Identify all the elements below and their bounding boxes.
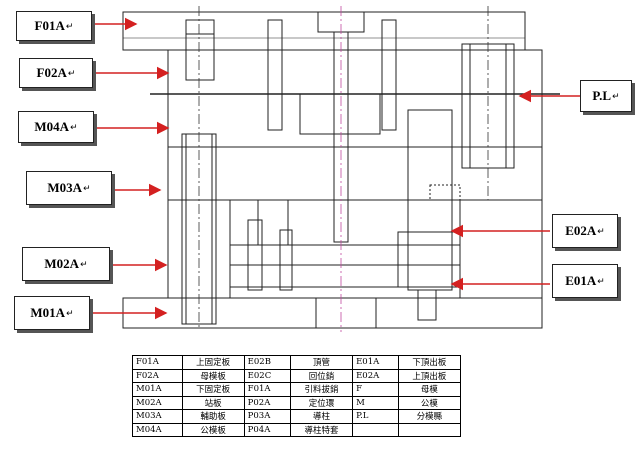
ejector-plate-upper bbox=[229, 244, 461, 266]
legend-part-name: 分模縣 bbox=[397, 409, 462, 424]
callout-m04a: M04A↵ bbox=[18, 111, 94, 143]
callout-e01a: E01A↵ bbox=[552, 264, 618, 298]
legend-code: P.L bbox=[352, 409, 399, 424]
legend-part-name: 回位銷 bbox=[289, 368, 354, 383]
legend-code: M01A bbox=[132, 382, 183, 397]
support-pillar bbox=[257, 199, 289, 246]
legend-code: F02A bbox=[132, 368, 183, 383]
ejector-plate-lower bbox=[229, 264, 461, 288]
legend-part-name: 引料拔銷 bbox=[289, 382, 354, 397]
ejector-screw bbox=[247, 219, 263, 291]
legend-code bbox=[352, 422, 399, 437]
legend-code: E02A bbox=[352, 368, 399, 383]
legend-code: M04A bbox=[132, 422, 183, 437]
legend-part-name bbox=[397, 422, 462, 437]
legend-code: E02C bbox=[243, 368, 291, 383]
legend-part-name: 母模板 bbox=[181, 368, 245, 383]
legend-part-name: 定位環 bbox=[289, 395, 354, 410]
legend-part-name: 下固定板 bbox=[181, 382, 245, 397]
legend-part-name: 導柱 bbox=[289, 409, 354, 424]
callout-e02a: E02A↵ bbox=[552, 214, 618, 248]
callout-pl: P.L↵ bbox=[580, 80, 632, 112]
legend-code: E02B bbox=[243, 355, 291, 370]
legend-code: P03A bbox=[243, 409, 291, 424]
legend-part-name: 上固定板 bbox=[181, 355, 245, 370]
legend-part-name: 頂管 bbox=[289, 355, 354, 370]
legend-part-name: 站板 bbox=[181, 395, 245, 410]
callout-f01a: F01A↵ bbox=[16, 11, 92, 41]
support-plate bbox=[167, 146, 543, 201]
legend-part-name: 下頂出板 bbox=[397, 355, 462, 370]
legend-part-name: 母模 bbox=[397, 382, 462, 397]
legend-part-name: 上頂出板 bbox=[397, 368, 462, 383]
legend-part-name: 公模 bbox=[397, 395, 462, 410]
ejector-screw-2 bbox=[279, 229, 293, 291]
core-plate bbox=[167, 93, 543, 148]
legend-code: F01A bbox=[132, 355, 183, 370]
cavity-plate bbox=[167, 49, 543, 95]
legend-code: M02A bbox=[132, 395, 183, 410]
legend-code: F01A bbox=[243, 382, 291, 397]
legend-code: M bbox=[352, 395, 399, 410]
callout-f02a: F02A↵ bbox=[19, 58, 93, 88]
legend-part-name: 導柱特套 bbox=[289, 422, 354, 437]
callout-m02a: M02A↵ bbox=[22, 247, 110, 281]
legend-code: P02A bbox=[243, 395, 291, 410]
ejector-box bbox=[397, 231, 461, 288]
center-box bbox=[299, 93, 381, 135]
ejector-stop bbox=[417, 289, 437, 321]
legend-code: E01A bbox=[352, 355, 399, 370]
legend-code: F bbox=[352, 382, 399, 397]
legend-code: P04A bbox=[243, 422, 291, 437]
return-pin bbox=[267, 19, 283, 131]
knockout-hole bbox=[315, 297, 377, 329]
top-screw bbox=[185, 19, 215, 81]
legend-part-name: 公模板 bbox=[181, 422, 245, 437]
callout-m03a: M03A↵ bbox=[26, 171, 112, 205]
callout-m01a: M01A↵ bbox=[14, 296, 90, 330]
legend-code: M03A bbox=[132, 409, 183, 424]
legend-part-name: 輔助板 bbox=[181, 409, 245, 424]
puller-pin bbox=[381, 19, 397, 131]
